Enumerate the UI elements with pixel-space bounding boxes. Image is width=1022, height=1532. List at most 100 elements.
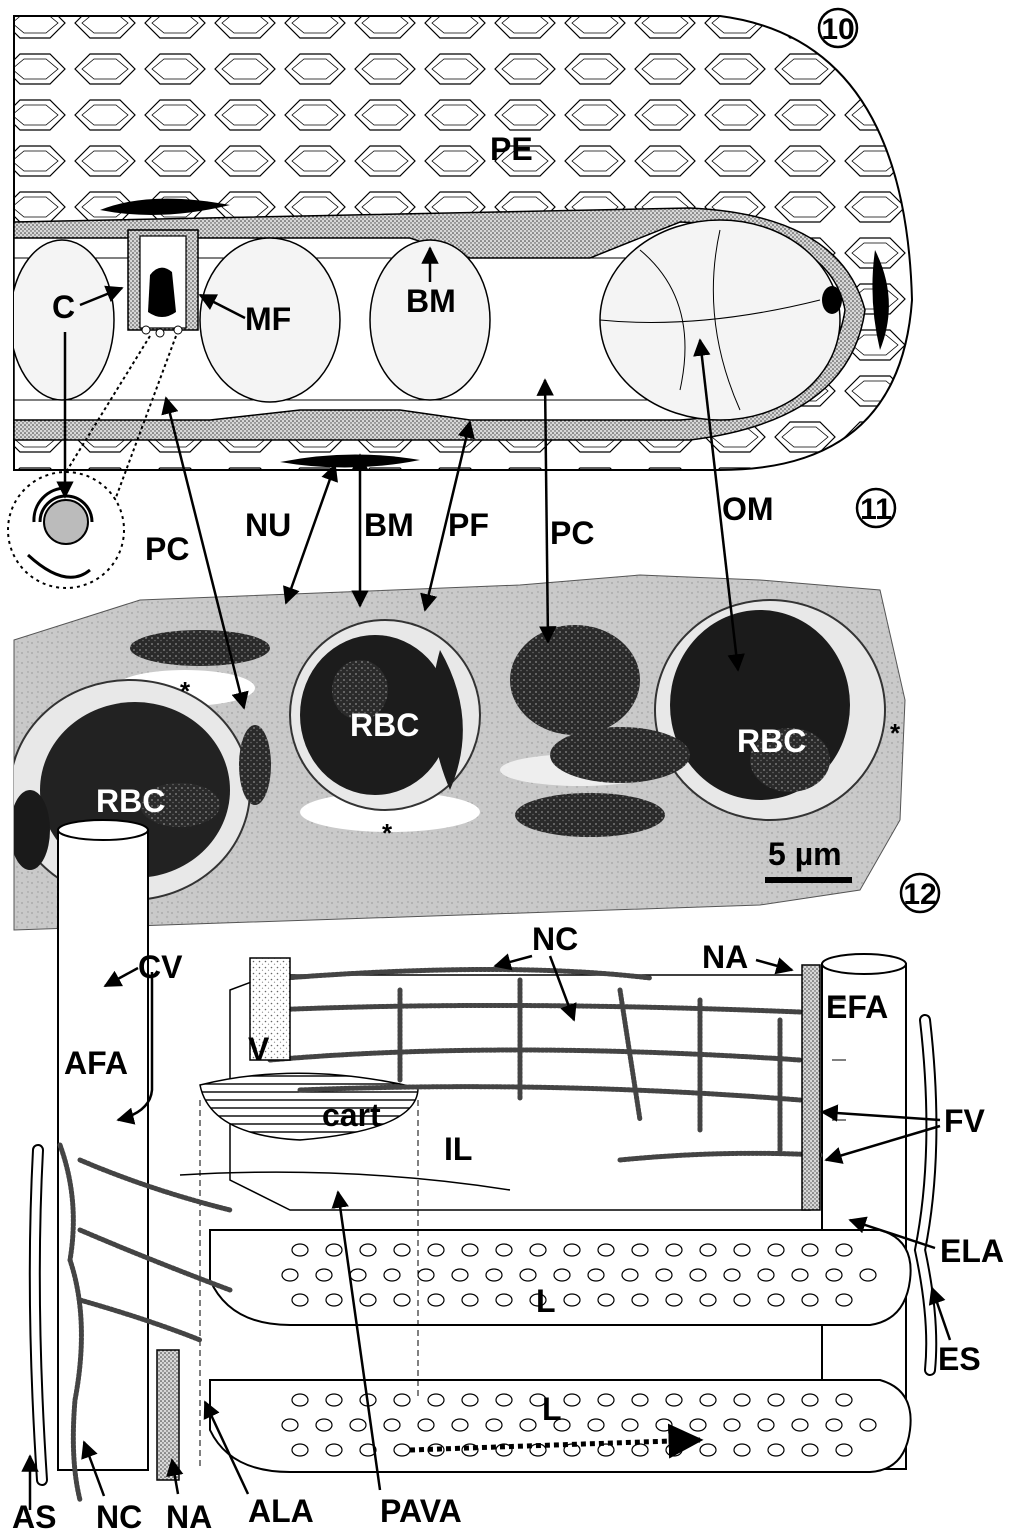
- label-l-upper: L: [536, 1283, 556, 1319]
- pillar-cell-nucleus: [239, 725, 271, 805]
- lamella-pore: [836, 1244, 852, 1256]
- label-bm-fig10: BM: [406, 283, 456, 319]
- lamella-pore: [622, 1419, 638, 1431]
- lamella-pore: [700, 1244, 716, 1256]
- lamella-pore: [598, 1394, 614, 1406]
- lamella-pore: [836, 1394, 852, 1406]
- lamella-pore: [656, 1269, 672, 1281]
- panel-number-10-text: 10: [821, 13, 854, 46]
- label-c: C: [52, 289, 75, 325]
- lamella-pore: [350, 1419, 366, 1431]
- lamella-pore: [724, 1419, 740, 1431]
- lamella-pore: [384, 1269, 400, 1281]
- afferent-filament-artery-top: [58, 820, 148, 840]
- lamella-pore: [292, 1244, 308, 1256]
- lamella-pore: [622, 1269, 638, 1281]
- lamella-pore: [666, 1444, 682, 1456]
- lamella-pore: [394, 1244, 410, 1256]
- lamella-pore: [768, 1294, 784, 1306]
- lamella-pore: [530, 1244, 546, 1256]
- lamella-pore: [758, 1419, 774, 1431]
- edge-nucleus: [822, 286, 842, 314]
- label-v: V: [248, 1031, 270, 1067]
- afferent-filament-artery: [58, 830, 148, 1470]
- lamella-pore: [758, 1269, 774, 1281]
- lamella-pore: [802, 1294, 818, 1306]
- lamella-pore: [428, 1294, 444, 1306]
- lamella-pore: [394, 1294, 410, 1306]
- lamella-pore: [768, 1394, 784, 1406]
- label-fv: FV: [944, 1103, 986, 1139]
- label-cv: CV: [138, 949, 183, 985]
- lamella-pore: [700, 1394, 716, 1406]
- label-es: ES: [938, 1341, 981, 1377]
- lamella-pore: [588, 1419, 604, 1431]
- lamella-pore: [588, 1269, 604, 1281]
- lamella-pore: [486, 1419, 502, 1431]
- lamella-pore: [350, 1269, 366, 1281]
- lamella-pore: [598, 1244, 614, 1256]
- lamella-pore: [326, 1294, 342, 1306]
- label-pc-left: PC: [145, 531, 189, 567]
- lamella-pore: [292, 1294, 308, 1306]
- rbc-outline: [600, 220, 840, 420]
- lamella-pore: [326, 1444, 342, 1456]
- label-ala: ALA: [248, 1493, 314, 1529]
- label-pf: PF: [448, 507, 489, 543]
- lamella-pore: [666, 1294, 682, 1306]
- lamella-pore: [564, 1394, 580, 1406]
- lamella-pore: [734, 1394, 750, 1406]
- label-star-2: *: [382, 818, 393, 848]
- label-na-bottom: NA: [166, 1499, 212, 1532]
- lamella-pore: [486, 1269, 502, 1281]
- label-star-3: *: [890, 718, 901, 748]
- label-ela: ELA: [940, 1233, 1004, 1269]
- lamella-pore: [768, 1444, 784, 1456]
- label-as: AS: [12, 1499, 56, 1532]
- label-om: OM: [722, 491, 774, 527]
- pillar-cell-nucleus: [510, 625, 640, 735]
- nerve-axon-column: [157, 1350, 179, 1480]
- lamella-pore: [734, 1244, 750, 1256]
- lamella-pore: [700, 1444, 716, 1456]
- pillar-nucleus: [148, 268, 176, 317]
- lamella-pore: [316, 1269, 332, 1281]
- lamella-pore: [394, 1444, 410, 1456]
- collagen-bundle: [174, 326, 182, 334]
- lamella-pore: [496, 1244, 512, 1256]
- lamella-pore: [836, 1444, 852, 1456]
- lamella-pore: [860, 1419, 876, 1431]
- lamella-pore: [452, 1419, 468, 1431]
- lamella-pore: [418, 1419, 434, 1431]
- label-cart: cart: [322, 1097, 381, 1133]
- lamella-pore: [360, 1294, 376, 1306]
- nerve-axon-column: [802, 965, 820, 1210]
- pillar-cell-nucleus: [10, 790, 50, 870]
- collagen-bundle: [156, 329, 164, 337]
- panel-number-12-text: 12: [903, 878, 936, 911]
- label-nu: NU: [245, 507, 291, 543]
- lamella-pore: [656, 1419, 672, 1431]
- lamella-pore: [418, 1269, 434, 1281]
- lamella-pore: [554, 1269, 570, 1281]
- lamella-pore: [802, 1444, 818, 1456]
- lamella-pore: [632, 1244, 648, 1256]
- lamella-pore: [496, 1394, 512, 1406]
- label-pc-right: PC: [550, 515, 594, 551]
- lamella-pore: [690, 1269, 706, 1281]
- label-l-lower: L: [542, 1391, 562, 1427]
- lamella-pore: [724, 1269, 740, 1281]
- lamella-pore: [326, 1394, 342, 1406]
- label-nc-bottom: NC: [96, 1499, 142, 1532]
- lamella-pore: [632, 1444, 648, 1456]
- efferent-filament-artery-top: [822, 954, 906, 974]
- lamella-pore: [700, 1294, 716, 1306]
- lamella-pore: [326, 1244, 342, 1256]
- lamella-pore: [802, 1244, 818, 1256]
- panel-number-11-text: 11: [860, 493, 892, 526]
- label-il: IL: [444, 1131, 472, 1167]
- label-mf: MF: [245, 301, 291, 337]
- pillar-cell-nucleus: [130, 630, 270, 666]
- label-star-1: *: [180, 676, 191, 706]
